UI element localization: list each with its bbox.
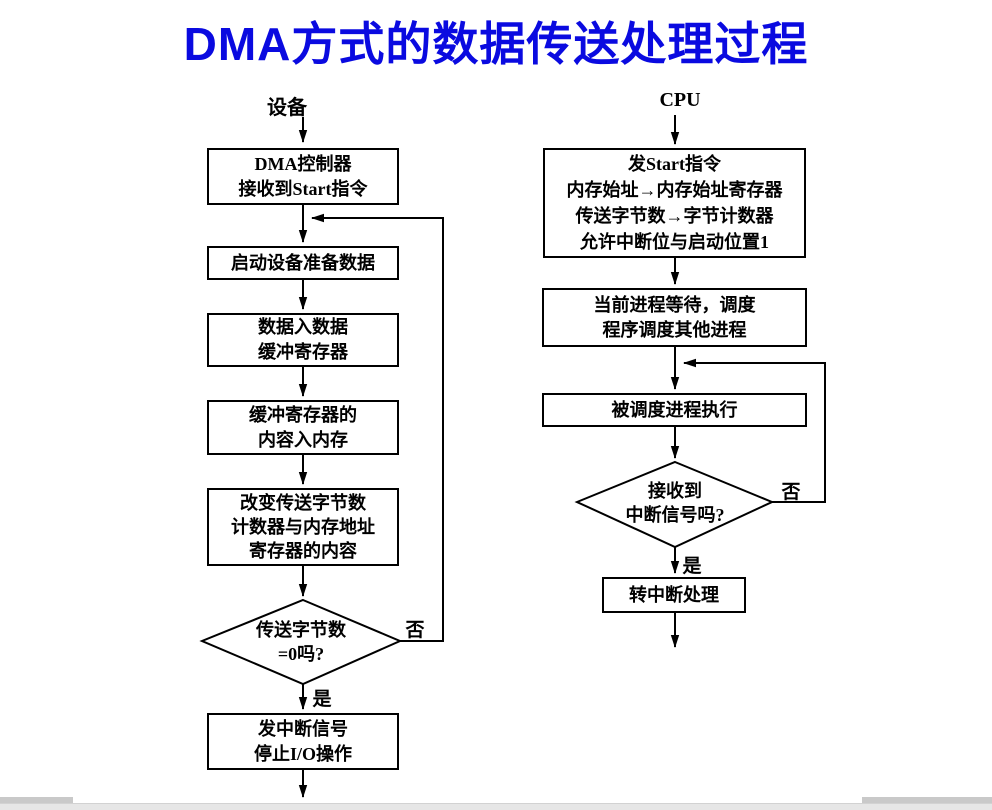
device-box-dma-controller: DMA控制器 接收到Start指令: [207, 148, 399, 205]
cpu-box-process-wait: 当前进程等待，调度 程序调度其他进程: [542, 288, 807, 347]
box-line: 缓冲寄存器: [258, 342, 348, 362]
cpu-decision-diamond: [574, 460, 775, 549]
box-line: 当前进程等待，调度: [593, 294, 756, 315]
device-column-header: 设备: [267, 97, 307, 119]
device-box-start-device: 启动设备准备数据: [207, 246, 399, 280]
device-label-no: 否: [405, 620, 425, 641]
box-line: 被调度进程执行: [611, 399, 738, 420]
flowchart-title: DMA方式的数据传送处理过程: [183, 18, 809, 70]
device-decision-diamond: [199, 598, 403, 686]
device-box-buffer-to-memory: 缓冲寄存器的 内容入内存: [207, 400, 399, 455]
box-line: 内容入内存: [258, 429, 348, 450]
cpu-loop-no-feedback: [683, 358, 826, 503]
cpu-label-yes: 是: [682, 556, 702, 577]
device-box-update-counters: 改变传送字节数 计数器与内存地址 寄存器的内容: [207, 488, 399, 566]
box-line: 发中断信号: [258, 718, 348, 739]
decision-line: =0吗?: [277, 644, 325, 664]
decision-line: 中断信号吗?: [625, 505, 725, 525]
horizontal-scrollbar[interactable]: [0, 803, 992, 810]
box-line: 数据入数据: [258, 317, 348, 337]
box-line: 计数器与内存地址: [231, 517, 375, 537]
cpu-box-start-command: 发Start指令 内存始址→内存始址寄存器 传送字节数→字节计数器 允许中断位与…: [543, 148, 806, 258]
device-box-data-buffer: 数据入数据 缓冲寄存器: [207, 313, 399, 367]
device-decision-byte-count-text: 传送字节数 =0吗?: [226, 618, 376, 666]
cpu-box-interrupt-handling: 转中断处理: [602, 577, 746, 613]
box-line: 内存始址→内存始址寄存器: [566, 180, 783, 200]
box-line: 程序调度其他进程: [602, 319, 747, 340]
box-line: 寄存器的内容: [249, 541, 357, 561]
cpu-label-no: 否: [781, 482, 801, 503]
decision-line: 接收到: [648, 481, 702, 501]
decision-line: 传送字节数: [256, 620, 346, 640]
box-line: 发Start指令: [628, 154, 721, 174]
box-line: 传送字节数→字节计数器: [575, 206, 774, 226]
device-label-yes: 是: [312, 689, 332, 710]
box-line: 改变传送字节数: [240, 493, 366, 513]
cpu-box-scheduled-process: 被调度进程执行: [542, 393, 807, 427]
box-line: 启动设备准备数据: [231, 252, 375, 273]
device-box-interrupt-signal: 发中断信号 停止I/O操作: [207, 713, 399, 770]
cpu-column-header: CPU: [659, 89, 701, 111]
box-line: 接收到Start指令: [238, 178, 368, 199]
box-line: 缓冲寄存器的: [249, 404, 357, 425]
device-loop-no-feedback: [311, 213, 444, 642]
scrollbar-track-right[interactable]: [862, 797, 992, 803]
scrollbar-track-left[interactable]: [0, 797, 73, 803]
box-line: 转中断处理: [629, 584, 719, 605]
cpu-decision-interrupt-text: 接收到 中断信号吗?: [597, 479, 753, 527]
box-line: 停止I/O操作: [253, 743, 352, 764]
box-line: DMA控制器: [254, 153, 352, 174]
box-line: 允许中断位与启动位置1: [580, 232, 769, 252]
